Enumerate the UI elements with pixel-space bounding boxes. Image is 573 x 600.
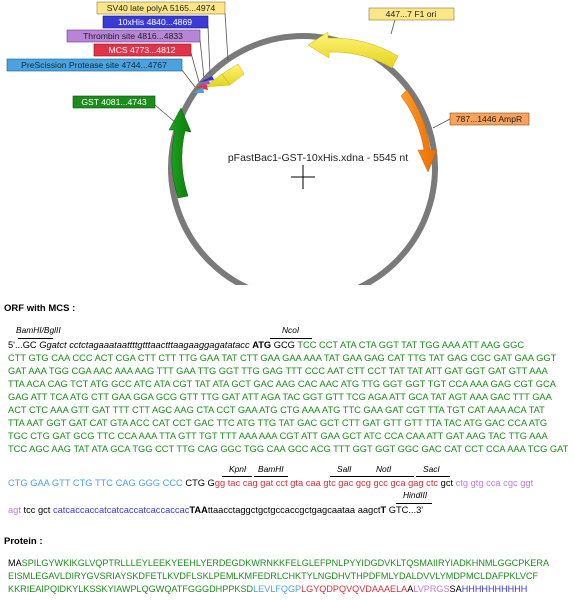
protein-line-2: EISMLEGAVLDIRYGVSRIAYSKDFETLKVDFLSKLPEML… [8,571,539,581]
label-10xhis: 10xHis 4840...4869 [102,15,209,29]
orf-line-1: 5'...GC Ggatct cctctagaaataattttgtttaact… [8,340,525,350]
svg-text:447...7 F1 ori: 447...7 F1 ori [386,9,437,19]
site-saci-bar [416,476,450,477]
site-bamhi: BamHI [258,464,284,474]
label-gst: GST 4081...4743 [72,95,156,109]
svg-text:SV40 late polyA 5165...4974: SV40 late polyA 5165...4974 [107,3,216,13]
site-hindiii: HindIII [403,490,428,500]
prescission-mark [193,87,204,93]
plasmid-backbone [168,33,438,285]
label-thrombin: Thrombin site 4816...4833 [66,29,201,43]
label-mcs: MCS 4773...4812 [93,43,192,57]
label-ampr: 787...1446 AmpR [449,112,530,126]
label-f1-ori: 447...7 F1 ori [368,7,455,21]
site-kpni: KpnI [229,464,247,474]
orf-line-mcs: CTG GAA GTT CTG TTC CAG GGG CCC CTG Ggg … [8,478,534,488]
sv40-polya-arrow [203,63,245,88]
orf-line-4: TTA ACA CAG TCT ATG GCC ATC ATA CGT TAT … [8,379,556,389]
orf-heading: ORF with MCS : [4,303,76,314]
site-saci: SacI [423,464,440,474]
protein-line-3: KKRIEAIPQIDKYLKSSKYIAWPLQGWQATFGGGDHPPKS… [8,584,528,594]
site-bamhi-bar [254,476,288,477]
label-sv40: SV40 late polyA 5165...4974 [96,1,226,15]
site-sali: SalI [337,464,352,474]
label-prescission: PreScission Protease site 4744...4767 [6,58,183,72]
orf-line-9: TCC AGC AAG TAT ATA GCA TGG CCT TTG CAG … [8,444,569,454]
orf-line-6: ACT CTC AAA GTT GAT TTT CTT AGC AAG CTA … [8,405,545,415]
orf-line-5: GAG ATT TCA ATG CTT GAA GGA GCG GTT TTG … [8,392,552,402]
protein-line-1: MASPILGYWKIKGLVQPTRLLLEYLEEKYEEHLYERDEGD… [8,558,550,568]
ampr-arrow [400,89,438,173]
leader-lines [154,12,451,129]
orf-line-end: agt tcc gct catcaccaccatcatcaccatcaccacc… [8,505,424,515]
plasmid-title: pFastBac1-GST-10xHis.xdna - 5545 nt [228,152,408,164]
f1-ori-arrow [307,31,399,69]
orf-line-7: TTA AAT GGT GAT CAT GTA ACC CAT CCT GAC … [8,418,548,428]
svg-text:MCS 4773...4812: MCS 4773...4812 [109,45,176,55]
site-noti: NotI [376,464,392,474]
svg-text:PreScission Protease site 4744: PreScission Protease site 4744...4767 [21,60,167,70]
plasmid-map: pFastBac1-GST-10xHis.xdna - 5545 nt SV40… [6,1,530,285]
thrombin-mark [199,80,210,85]
site-kpni-bar [222,476,252,477]
orf-line-3: GAT AAA TGG CGA AAC AAA AAG TTT GAA TTG … [8,366,548,376]
svg-text:Thrombin site 4816...4833: Thrombin site 4816...4833 [83,31,183,41]
site-ncoi-bar [270,338,312,339]
site-ncoi: NcoI [282,325,300,335]
svg-text:GST 4081...4743: GST 4081...4743 [81,97,147,107]
orf-line-8: TGC CTG GAT GCG TTC CCA AAA TTA GTT TGT … [8,431,548,441]
site-noti-bar [362,476,414,477]
site-sali-bar [330,476,362,477]
svg-text:10xHis 4840...4869: 10xHis 4840...4869 [118,17,192,27]
site-bamhi-bglii: BamHI/BglII [16,325,61,335]
site-hindiii-bar [396,503,432,504]
protein-heading: Protein : [4,536,43,547]
gst-arrow [168,107,192,199]
site-bamhi-bglii-bar [18,338,53,339]
orf-line-2: CTT GTG CAA CCC ACT CGA CTT CTT TTG GAA … [8,353,557,363]
svg-text:787...1446 AmpR: 787...1446 AmpR [456,114,522,124]
his-tag-mark [200,76,214,82]
